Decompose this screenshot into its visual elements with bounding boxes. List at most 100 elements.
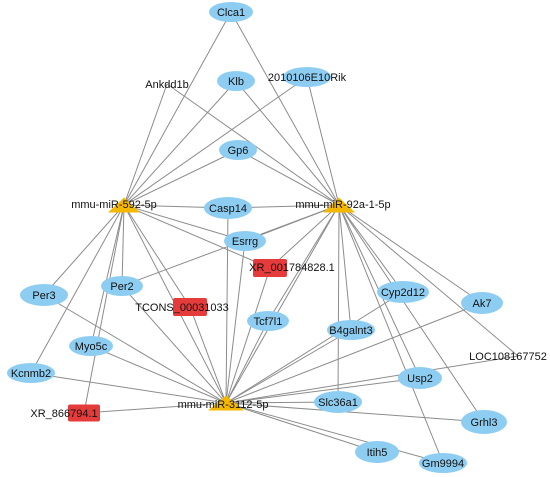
edge-mir92-xr001 — [269, 204, 340, 269]
edge-mir3112-myo5c — [90, 345, 227, 404]
gene-ellipse — [247, 311, 289, 331]
gene-ellipse — [461, 410, 507, 434]
node-label: Esrrg — [232, 236, 258, 248]
edge-mir3112-esrrg — [225, 240, 246, 404]
node-label: Ak7 — [473, 298, 492, 310]
node-klb[interactable]: Klb — [217, 71, 255, 91]
edge-mir592-xr866 — [83, 204, 125, 414]
edge-mir92-tcf7l1 — [267, 204, 340, 322]
node-per3[interactable]: Per3 — [20, 284, 68, 306]
node-ak7[interactable]: Ak7 — [461, 292, 503, 314]
edge-layer — [30, 11, 519, 464]
node-grhl3[interactable]: Grhl3 — [461, 410, 507, 434]
edge-mir592-clca1 — [123, 11, 232, 206]
node-mir92[interactable]: mmu-miR-92a-1-5p — [295, 197, 391, 213]
edge-mir3112-loc — [225, 355, 519, 404]
edge-mir3112-tcons — [189, 306, 227, 404]
edge-mir592-per3 — [43, 204, 125, 296]
node-gp6[interactable]: Gp6 — [219, 140, 257, 160]
edge-mir592-ankdd1b — [123, 83, 168, 206]
gene-ellipse — [217, 71, 255, 91]
node-esrrg[interactable]: Esrrg — [224, 231, 266, 251]
edge-mir92-gp6 — [237, 149, 340, 206]
gene-ellipse — [283, 67, 331, 87]
edge-mir3112-per3 — [43, 294, 227, 404]
edge-mir92-klb — [235, 80, 340, 206]
node-kcnmb2[interactable]: Kcnmb2 — [7, 363, 55, 383]
node-tcons[interactable]: TCONS_00031033 — [135, 298, 229, 316]
edge-mir592-myo5c — [90, 204, 125, 347]
edge-mir3112-itih5 — [225, 402, 378, 453]
node-label: TCONS_00031033 — [135, 302, 229, 314]
lncrna-rect — [68, 404, 100, 422]
node-per2[interactable]: Per2 — [101, 276, 143, 296]
node-ankdd1b[interactable]: Ankdd1b — [145, 79, 188, 91]
edge-mir3112-grhl3 — [225, 402, 485, 423]
edge-mir592-rik — [123, 76, 308, 206]
edge-mir592-tcons — [123, 204, 191, 308]
edge-mir92-loc — [338, 204, 519, 357]
node-myo5c[interactable]: Myo5c — [69, 336, 113, 356]
edge-mir3112-b4galnt3 — [225, 329, 352, 404]
gene-ellipse — [377, 281, 429, 303]
node-tcf7l1[interactable]: Tcf7l1 — [247, 311, 289, 331]
edge-mir3112-usp2 — [225, 377, 421, 404]
gene-ellipse — [327, 320, 375, 340]
node-xr001[interactable]: XR_001784828.1 — [249, 259, 335, 277]
node-label: Gp6 — [228, 145, 249, 157]
node-clca1[interactable]: Clca1 — [209, 2, 253, 22]
node-label: Usp2 — [407, 373, 433, 385]
node-label: mmu-miR-3112-5p — [178, 399, 269, 411]
edge-mir592-gp6 — [123, 149, 239, 206]
gene-ellipse — [355, 441, 399, 463]
gene-ellipse — [204, 197, 252, 219]
gene-ellipse — [461, 292, 503, 314]
node-slc36a1[interactable]: Slc36a1 — [314, 391, 362, 413]
edge-mir92-gm9994 — [338, 204, 444, 464]
node-label: Cyp2d12 — [381, 287, 425, 299]
node-label: Clca1 — [217, 7, 245, 19]
node-label: Klb — [228, 76, 244, 88]
edge-mir592-per2 — [121, 204, 125, 287]
gene-ellipse — [209, 2, 253, 22]
edge-mir3112-gm9994 — [225, 402, 444, 464]
edge-mir92-ak7 — [338, 204, 483, 304]
node-label: XR_001784828.1 — [249, 262, 335, 274]
node-rik[interactable]: 2010106E10Rik — [268, 67, 347, 87]
node-xr866[interactable]: XR_866794.1 — [30, 404, 100, 422]
edge-mir92-cyp — [338, 204, 404, 293]
node-label: 2010106E10Rik — [268, 72, 347, 84]
node-cyp[interactable]: Cyp2d12 — [377, 281, 429, 303]
gene-ellipse — [7, 363, 55, 383]
lncrna-rect — [173, 298, 207, 316]
node-itih5[interactable]: Itih5 — [355, 441, 399, 463]
node-label: Slc36a1 — [318, 397, 358, 409]
node-label: Kcnmb2 — [11, 368, 51, 380]
edge-mir3112-per2 — [121, 285, 227, 404]
gene-ellipse — [398, 367, 442, 389]
node-label: Grhl3 — [471, 417, 498, 429]
node-label: mmu-miR-592-5p — [71, 199, 157, 211]
node-casp14[interactable]: Casp14 — [204, 197, 252, 219]
mirna-triangle — [108, 197, 140, 213]
node-b4galnt3[interactable]: B4galnt3 — [327, 320, 375, 340]
edge-mir592-xr001 — [123, 204, 271, 269]
gene-ellipse — [69, 336, 113, 356]
node-usp2[interactable]: Usp2 — [398, 367, 442, 389]
gene-ellipse — [224, 231, 266, 251]
node-label: Ankdd1b — [145, 79, 188, 91]
edge-mir92-grhl3 — [338, 204, 485, 423]
edge-mir3112-xr866 — [83, 402, 227, 414]
node-label: Itih5 — [367, 447, 388, 459]
node-mir592[interactable]: mmu-miR-592-5p — [71, 197, 157, 213]
mirna-triangle — [208, 395, 244, 411]
edge-mir3112-ak7 — [225, 302, 483, 404]
node-loc[interactable]: LOC108167752 — [469, 351, 547, 363]
node-mir3112[interactable]: mmu-miR-3112-5p — [178, 395, 269, 412]
edge-mir592-klb — [123, 80, 237, 206]
node-gm9994[interactable]: Gm9994 — [419, 453, 467, 473]
edge-mir592-esrrg — [123, 204, 246, 242]
mirna-triangle — [323, 197, 355, 213]
